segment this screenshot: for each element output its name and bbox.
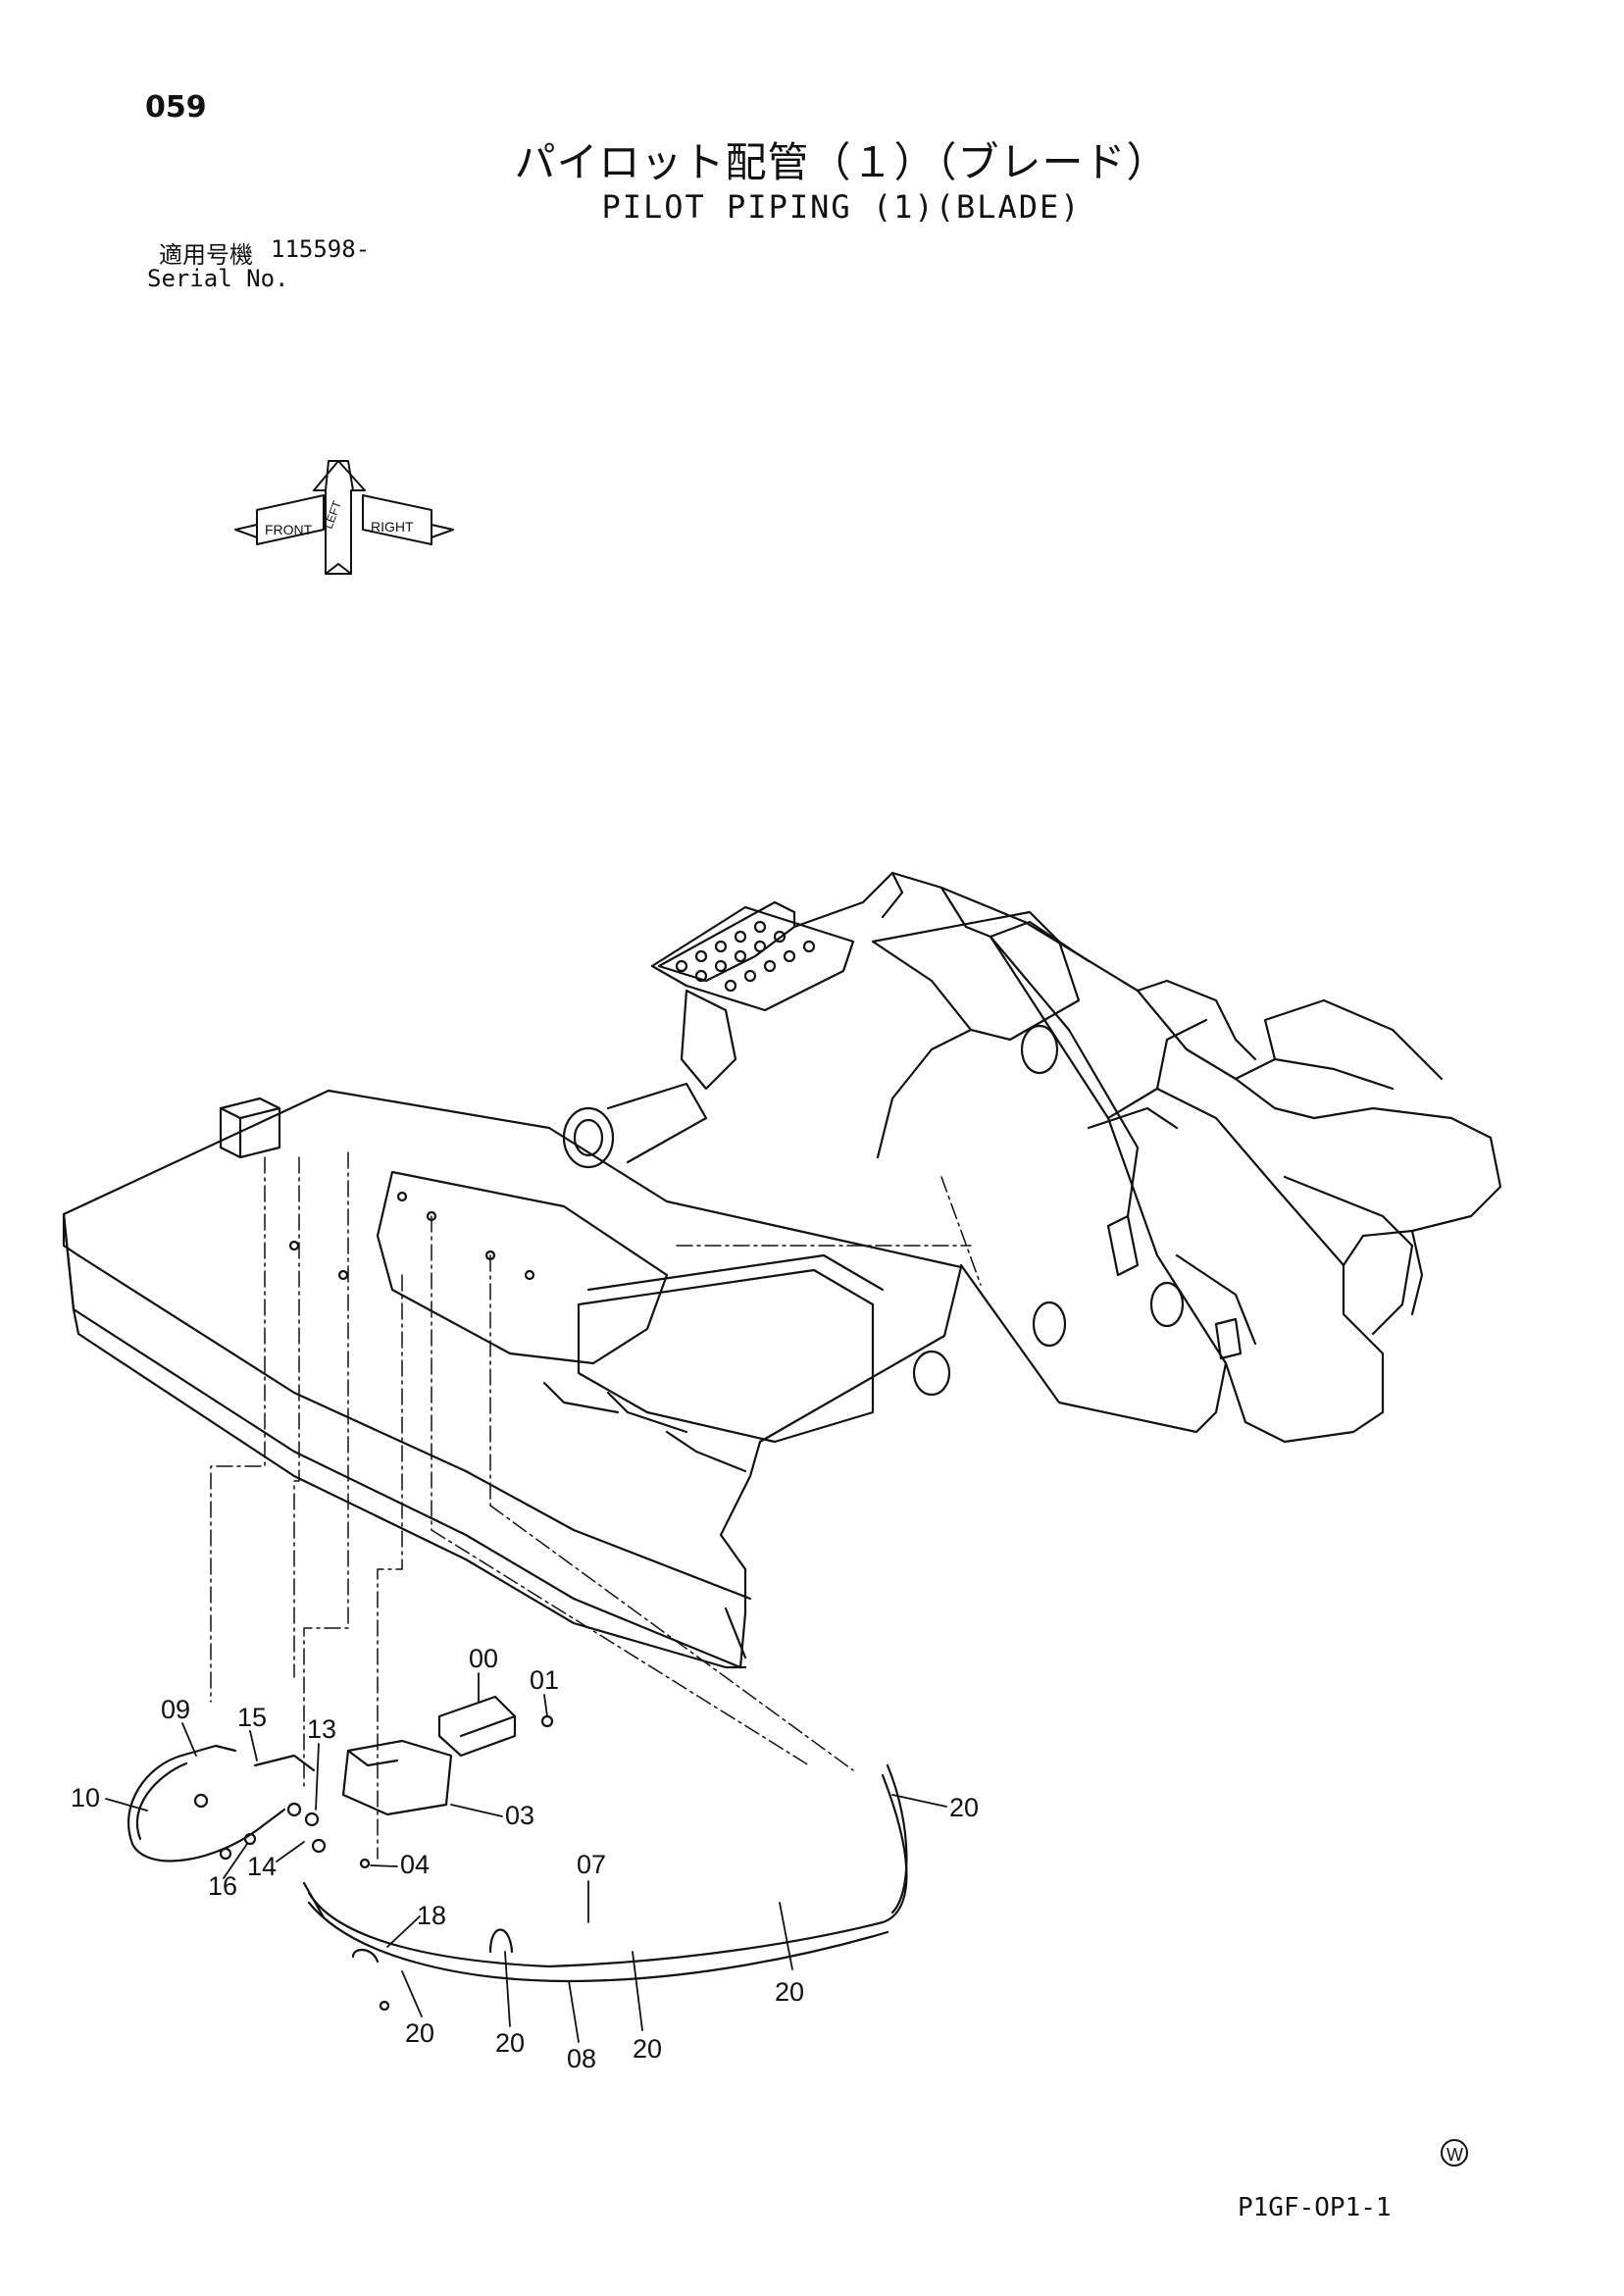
part-label-08: 08 bbox=[567, 2044, 596, 2073]
part-label-04: 04 bbox=[400, 1850, 430, 1879]
part-label-18: 18 bbox=[417, 1901, 446, 1930]
part-label-20-e: 20 bbox=[405, 2018, 434, 2048]
frame-main-body bbox=[562, 871, 1502, 1444]
part-label-07: 07 bbox=[577, 1850, 606, 1879]
pilot-hoses bbox=[127, 1744, 908, 1983]
part-label-20-c: 20 bbox=[633, 2034, 662, 2064]
direction-arrows-icon: FRONT LEFT RIGHT bbox=[234, 460, 454, 575]
part-label-09: 09 bbox=[161, 1695, 190, 1724]
serial-label-english: Serial No. bbox=[147, 265, 289, 292]
part-label-20-b: 20 bbox=[775, 1977, 804, 2007]
page-title-english: PILOT PIPING (1)(BLADE) bbox=[601, 188, 1082, 226]
frame-left-deck bbox=[62, 1089, 963, 1669]
page-number: 059 bbox=[145, 90, 207, 125]
serial-label-japanese: 適用号機 bbox=[159, 241, 253, 269]
step-plate bbox=[650, 905, 855, 1012]
part-label-01: 01 bbox=[530, 1665, 559, 1695]
part-label-16: 16 bbox=[208, 1871, 237, 1901]
part-label-00: 00 bbox=[469, 1644, 498, 1673]
part-label-14: 14 bbox=[247, 1852, 277, 1881]
part-label-13: 13 bbox=[307, 1714, 336, 1744]
label-leaders bbox=[105, 1672, 947, 2043]
right-arrow-label: RIGHT bbox=[371, 519, 414, 535]
w-mark-letter: W bbox=[1446, 2145, 1463, 2165]
solenoid-bracket-assembly bbox=[341, 1695, 554, 2012]
part-label-20-d: 20 bbox=[495, 2028, 525, 2058]
w-mark-icon: W bbox=[1441, 2139, 1468, 2167]
front-arrow-label: FRONT bbox=[265, 522, 313, 537]
serial-number-value: 115598- bbox=[271, 235, 371, 263]
part-label-15: 15 bbox=[237, 1703, 267, 1732]
drawing-code: P1GF-OP1-1 bbox=[1238, 2193, 1392, 2222]
fittings bbox=[193, 1793, 327, 1861]
leader-lines bbox=[210, 1151, 982, 1860]
control-valve bbox=[219, 1097, 281, 1159]
part-label-20-a: 20 bbox=[949, 1793, 979, 1822]
part-label-10: 10 bbox=[71, 1783, 100, 1812]
page-title-japanese: パイロット配管（１）（ブレード） bbox=[514, 138, 1169, 186]
part-label-03: 03 bbox=[505, 1801, 534, 1830]
part-labels: 00 01 03 04 07 08 09 10 13 14 15 16 18 2… bbox=[71, 1644, 979, 2073]
